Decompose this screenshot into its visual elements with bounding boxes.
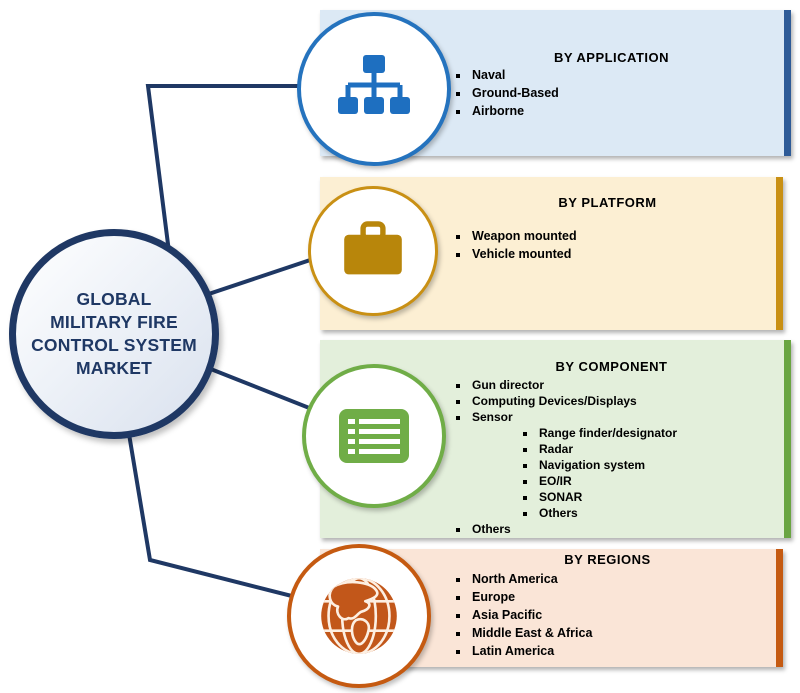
list-item: Sensor Range finder/designator Radar Nav…: [470, 409, 770, 521]
sitemap-icon: [338, 55, 410, 114]
list-item: Computing Devices/Displays: [470, 393, 770, 409]
list-item: Airborne: [470, 102, 770, 120]
component-list: Gun director Computing Devices/Displays …: [453, 377, 770, 537]
regions-icon-circle: [287, 544, 431, 688]
list-item: Asia Pacific: [470, 606, 762, 624]
sub-list-item: Navigation system: [537, 457, 770, 473]
sub-list-item: EO/IR: [537, 473, 770, 489]
market-title-circle: GLOBAL MILITARY FIRE CONTROL SYSTEM MARK…: [9, 229, 219, 439]
platform-list: Weapon mounted Vehicle mounted: [453, 227, 762, 263]
market-title-line: CONTROL SYSTEM: [31, 335, 197, 355]
list-item: North America: [470, 570, 762, 588]
connector-regions: [118, 379, 356, 614]
sub-list-item: Radar: [537, 441, 770, 457]
sensor-sublist: Range finder/designator Radar Navigation…: [520, 425, 770, 521]
sub-list-item: Range finder/designator: [537, 425, 770, 441]
component-icon-circle: [302, 364, 446, 508]
sub-list-item: SONAR: [537, 489, 770, 505]
section-title-platform: BY PLATFORM: [558, 195, 657, 210]
list-item-label: Sensor: [472, 410, 513, 424]
section-title-component: BY COMPONENT: [555, 359, 668, 374]
list-item: Ground-Based: [470, 84, 770, 102]
market-title-line: MILITARY FIRE: [50, 312, 178, 332]
list-item: Gun director: [470, 377, 770, 393]
list-item: Vehicle mounted: [470, 245, 762, 263]
market-title-line: GLOBAL: [76, 289, 152, 309]
section-title-application: BY APPLICATION: [553, 50, 670, 65]
sub-list-item: Others: [537, 505, 770, 521]
platform-icon-circle: [308, 186, 438, 316]
market-title-line: MARKET: [75, 358, 153, 378]
application-list: Naval Ground-Based Airborne: [453, 66, 770, 120]
list-item: Middle East & Africa: [470, 624, 762, 642]
list-item: Weapon mounted: [470, 227, 762, 245]
list-icon: [339, 409, 409, 463]
section-title-regions: BY REGIONS: [564, 552, 651, 567]
list-item: Latin America: [470, 642, 762, 660]
regions-list: North America Europe Asia Pacific Middle…: [453, 570, 762, 660]
briefcase-icon: [344, 221, 402, 275]
connector-application: [145, 84, 370, 261]
list-item: Others: [470, 521, 770, 537]
list-item: Naval: [470, 66, 770, 84]
application-icon-circle: [297, 12, 451, 166]
globe-icon: [321, 578, 397, 654]
list-item: Europe: [470, 588, 762, 606]
